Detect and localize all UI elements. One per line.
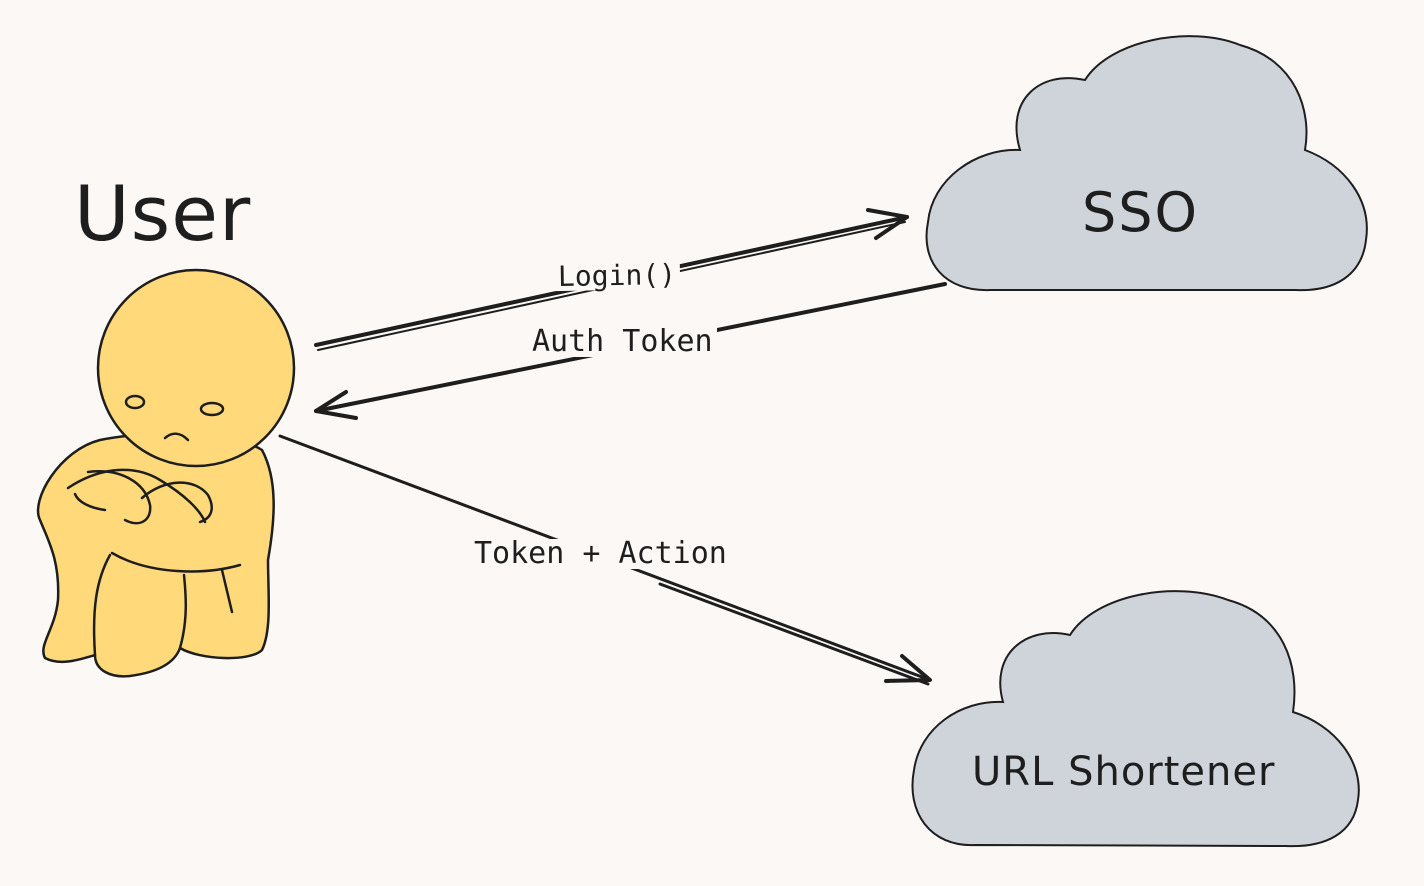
login-edge-label: Login() — [553, 258, 681, 293]
user-figure — [36, 268, 296, 678]
user-head — [96, 268, 296, 468]
user-title: User — [74, 169, 252, 258]
user-eye-right — [199, 401, 225, 417]
user-body — [36, 432, 275, 678]
token-action-edge-label: Token + Action — [470, 539, 731, 569]
auth-token-edge-label: Auth Token — [528, 327, 717, 357]
sso-label: SSO — [1082, 181, 1200, 244]
url-shortener-label: URL Shortener — [972, 749, 1276, 795]
sso-cloud[interactable] — [925, 35, 1368, 292]
url-shortener-cloud[interactable] — [911, 590, 1360, 848]
user-mouth — [163, 432, 190, 442]
user-eye-left — [124, 394, 146, 410]
